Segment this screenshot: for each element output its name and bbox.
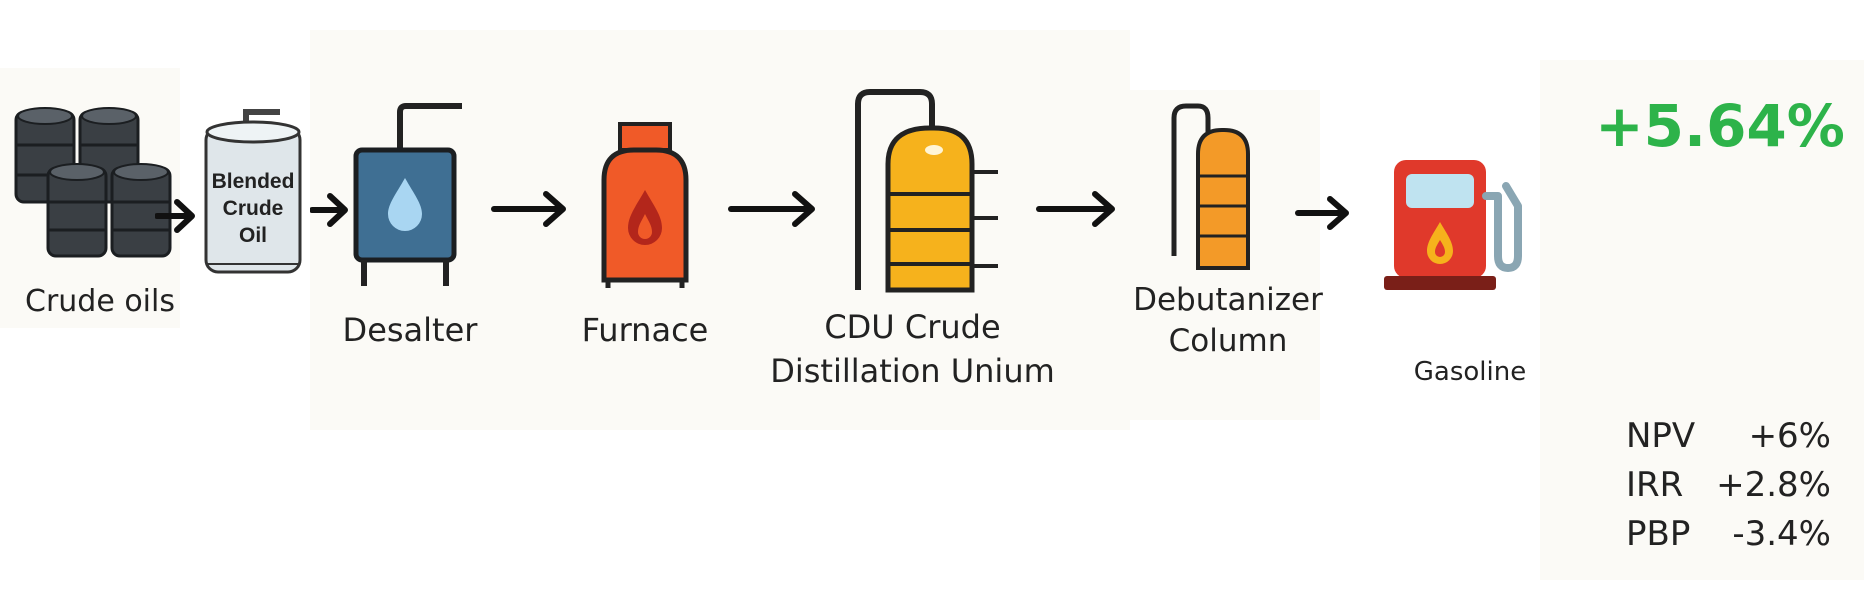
- metric-name: NPV: [1626, 416, 1696, 456]
- debutanizer-label: Debutanizer Column: [1133, 282, 1323, 359]
- fuel-pump-icon: [1384, 160, 1522, 290]
- blended-crude-oil-label: Blended Crude Oil: [211, 170, 295, 247]
- crude-oils-label: Crude oils: [25, 284, 175, 319]
- cdu-label: CDU Crude Distillation Unium: [770, 308, 1055, 390]
- gasoline-label: Gasoline: [1413, 357, 1527, 387]
- arrow-icon: [310, 193, 348, 227]
- improvement-headline: +5.64%: [1595, 92, 1845, 160]
- arrow-icon: [491, 191, 566, 227]
- financial-metrics: NPV +6% IRR +2.8% PBP -3.4%: [1626, 412, 1831, 559]
- panel-gasoline: [1540, 60, 1864, 580]
- metric-name: PBP: [1626, 514, 1691, 554]
- debutanizer-icon: [1171, 103, 1250, 270]
- metric-value: +6%: [1748, 416, 1831, 456]
- oil-barrels-icon: [14, 107, 172, 258]
- distillation-column-icon: [855, 89, 998, 293]
- desalter-icon: [353, 103, 462, 286]
- metric-value: +2.8%: [1716, 465, 1831, 505]
- arrow-icon: [155, 199, 195, 233]
- metric-irr: IRR +2.8%: [1626, 461, 1831, 510]
- furnace-icon: [601, 122, 689, 288]
- metric-pbp: PBP -3.4%: [1626, 510, 1831, 559]
- storage-tank-icon: [204, 109, 302, 274]
- metric-npv: NPV +6%: [1626, 412, 1831, 461]
- furnace-label: Furnace: [581, 311, 709, 349]
- metric-value: -3.4%: [1732, 514, 1831, 554]
- arrow-icon: [1036, 191, 1115, 227]
- arrow-icon: [728, 191, 815, 227]
- desalter-label: Desalter: [342, 311, 478, 349]
- metric-name: IRR: [1626, 465, 1684, 505]
- arrow-icon: [1295, 196, 1349, 230]
